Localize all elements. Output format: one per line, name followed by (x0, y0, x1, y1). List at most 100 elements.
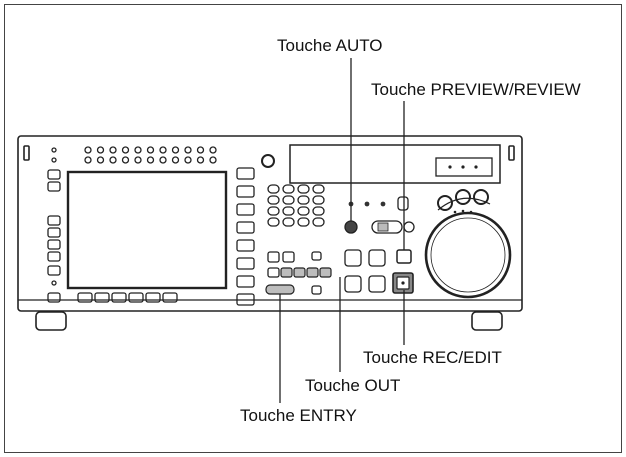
bottom-soft-button (77, 292, 93, 303)
top-dot-button (209, 146, 217, 154)
top-dot-button (121, 146, 130, 154)
keypad-button (312, 217, 325, 227)
top-dot-button (121, 156, 130, 164)
function-button (311, 285, 322, 295)
left-side-button (47, 292, 61, 303)
label-auto: Touche AUTO (277, 36, 383, 55)
left-side-button (47, 265, 61, 276)
keypad-button (267, 206, 280, 216)
top-dot-button (184, 156, 192, 164)
left-side-button (47, 169, 61, 180)
left-dot (51, 157, 57, 163)
transport-button (368, 275, 386, 293)
entry-button (265, 284, 295, 295)
keypad-button (267, 217, 280, 227)
left-side-button (47, 239, 61, 250)
lcd-screen (66, 170, 228, 290)
keypad-button (282, 206, 295, 216)
transport-button (344, 249, 362, 267)
power-knob (261, 154, 275, 168)
top-dot-button (146, 156, 155, 164)
soft-key-button (236, 257, 255, 270)
soft-key-button (236, 185, 255, 198)
small-display (435, 157, 493, 177)
auto-button (344, 220, 358, 234)
soft-key-button (236, 203, 255, 216)
top-dot-button (159, 146, 167, 154)
top-dot-button (134, 146, 142, 154)
keypad-button (267, 184, 280, 194)
top-dot-button (171, 146, 180, 154)
left-side-button (47, 251, 61, 262)
keypad-button (297, 184, 310, 194)
transport-button (368, 249, 386, 267)
left-side-button (47, 227, 61, 238)
keypad-button (312, 195, 325, 205)
top-dot-button (196, 156, 205, 164)
left-dot (51, 147, 57, 153)
bottom-soft-button (128, 292, 144, 303)
top-dot-button (84, 156, 92, 164)
shuttle-buttons (437, 189, 489, 211)
slide-switch (371, 220, 403, 234)
soft-key-button (236, 293, 255, 306)
soft-key-button (236, 239, 255, 252)
transport-button (344, 275, 362, 293)
top-dot-button (159, 156, 167, 164)
top-dot-button (184, 146, 192, 154)
figure-frame (4, 4, 622, 453)
left-rack-slot (23, 145, 30, 161)
bottom-soft-button (162, 292, 178, 303)
top-dot-button (209, 156, 217, 164)
top-dot-button (96, 146, 105, 154)
device-chassis (17, 135, 523, 312)
top-dot-button (134, 156, 142, 164)
function-button (267, 251, 280, 263)
callout-lines (279, 58, 405, 403)
left-side-button (47, 181, 61, 192)
keypad-button (297, 195, 310, 205)
keypad-button (312, 206, 325, 216)
right-rack-slot (508, 145, 515, 161)
keypad-button (282, 195, 295, 205)
keypad-button (312, 184, 325, 194)
top-dot-button (196, 146, 205, 154)
function-button (311, 251, 322, 261)
keypad-button (297, 217, 310, 227)
left-foot (35, 311, 67, 331)
top-dot-button (171, 156, 180, 164)
keypad-button (297, 206, 310, 216)
soft-key-button (236, 275, 255, 288)
top-dot-button (146, 146, 155, 154)
top-display-window (289, 144, 501, 184)
soft-key-button (236, 167, 255, 180)
keypad-button (282, 184, 295, 194)
preview-review-button (396, 249, 412, 264)
jog-dial (424, 211, 512, 299)
top-dot-button (109, 156, 117, 164)
bottom-soft-button (94, 292, 110, 303)
soft-key-button (236, 221, 255, 234)
left-side-button (47, 215, 61, 226)
indicator-leds (348, 201, 386, 207)
label-entry: Touche ENTRY (240, 406, 357, 425)
left-dot (51, 280, 57, 286)
keypad-button (282, 217, 295, 227)
button-groups (47, 146, 409, 306)
label-rec-edit: Touche REC/EDIT (363, 348, 502, 367)
bottom-soft-button (145, 292, 161, 303)
function-button (282, 251, 295, 263)
function-button (267, 267, 280, 278)
bottom-soft-button (111, 292, 127, 303)
top-dot-button (84, 146, 92, 154)
out-button-row (280, 267, 332, 278)
label-preview-review: Touche PREVIEW/REVIEW (371, 80, 581, 99)
right-foot (471, 311, 503, 331)
top-dot-button (96, 156, 105, 164)
label-out: Touche OUT (305, 376, 400, 395)
keypad-button (267, 195, 280, 205)
device-body (17, 135, 523, 331)
top-dot-button (109, 146, 117, 154)
indicator-button (397, 196, 409, 211)
